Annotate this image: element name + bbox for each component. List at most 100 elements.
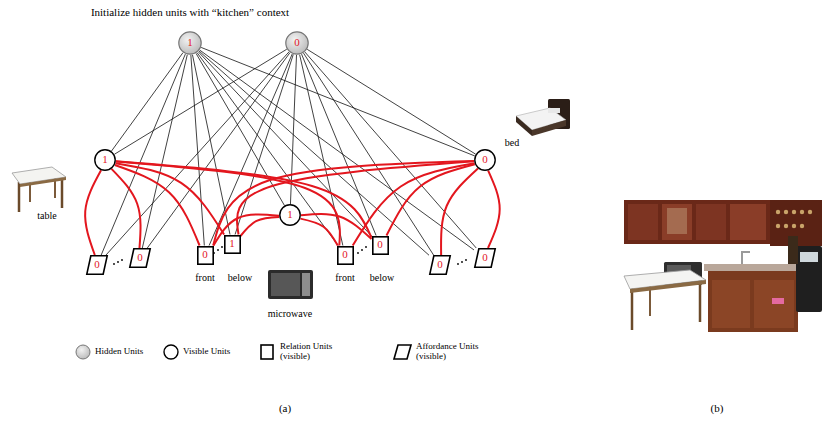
visible-unit: 1 (94, 149, 116, 171)
unit-value: 1 (102, 154, 108, 166)
hidden-unit-circle (286, 32, 308, 54)
relation-arc (386, 164, 474, 235)
relation-unit: 0 (197, 246, 214, 265)
unit-value: 0 (202, 249, 208, 261)
relation-label: front (195, 272, 214, 283)
dot (365, 246, 367, 248)
microwave-window (271, 273, 300, 296)
relation-unit-sample (261, 345, 273, 359)
relation-arc (237, 161, 474, 234)
legend-text: Affordance Units (visible) (416, 341, 479, 361)
affordance-unit-box (430, 256, 450, 274)
legend-entry: Relation Units (visible) (280, 342, 344, 362)
weight-line (198, 52, 371, 236)
unit-value: 1 (287, 209, 293, 221)
weight-line (114, 49, 286, 154)
relation-arc (301, 214, 372, 239)
dot (357, 252, 359, 254)
unit-value: 0 (377, 239, 383, 251)
microwave-body (268, 270, 313, 299)
affordance-unit-box (130, 249, 150, 267)
diagram-title: Initialize hidden units with “kitchen” c… (91, 6, 289, 18)
weight-line (191, 55, 204, 246)
relation-unit-box (224, 235, 239, 252)
relation-arc (116, 161, 372, 237)
bottle (776, 210, 780, 214)
cabinet-door (712, 280, 750, 328)
weight-line (111, 53, 182, 151)
unit-value: 0 (482, 154, 488, 166)
bed-base (532, 120, 566, 136)
relation-arc (112, 169, 141, 248)
dot (117, 261, 119, 263)
relation-label: below (370, 272, 394, 283)
relation-arc (213, 214, 279, 245)
weight-line (142, 55, 187, 248)
visible-unit: 0 (474, 149, 496, 171)
affordance-unit-box (475, 249, 495, 267)
bottle (776, 224, 780, 228)
weight-line (307, 49, 475, 154)
dot (217, 249, 219, 251)
relation-arc (116, 162, 340, 246)
table-leg (631, 287, 634, 330)
bottle (792, 224, 796, 228)
relation-arc (488, 171, 500, 248)
unit-value: 0 (482, 252, 488, 264)
panel-label: (a) (279, 402, 291, 414)
hidden-unit-sample (76, 345, 90, 359)
panel-label: (b) (711, 402, 724, 414)
visible-unit: 1 (279, 204, 301, 226)
weight-line (305, 52, 476, 248)
relation-unit-box (197, 246, 212, 263)
unit-value: 1 (229, 238, 235, 250)
visible-unit-circle (95, 150, 115, 170)
relation-arc (241, 217, 280, 236)
affordance-unit: 0 (429, 255, 451, 275)
visible-unit-sample (164, 345, 178, 359)
unit-value: 0 (437, 259, 443, 271)
legend-entry: Affordance Units (visible) (416, 342, 492, 362)
legend-text: Relation Units (visible) (280, 341, 332, 361)
dot (465, 259, 467, 261)
affordance-unit: 0 (86, 255, 108, 275)
upper-cabinet (624, 200, 770, 244)
relation-arc (116, 163, 225, 234)
dot (221, 246, 223, 248)
cabinet-door (730, 204, 766, 240)
relation-label: front (335, 272, 354, 283)
legend-text: Visible Units (183, 346, 230, 356)
unit-value: 0 (137, 252, 143, 264)
legend-entry: Hidden Units (95, 347, 175, 357)
weight-line (201, 47, 475, 156)
cabinet-door (662, 204, 692, 240)
relation-arc (85, 170, 101, 255)
relation-arc (300, 219, 337, 246)
relation-arc (115, 165, 200, 246)
dot (113, 263, 115, 265)
weight-line (192, 55, 230, 235)
weight-line (200, 50, 474, 250)
unit-value: 0 (294, 37, 300, 49)
cabinet-door (754, 280, 794, 328)
relation-unit-box (372, 236, 387, 253)
relation-unit: 0 (337, 246, 354, 265)
coffee-panel (800, 252, 818, 262)
relation-unit: 0 (372, 236, 389, 255)
affordance-unit: 0 (474, 248, 496, 268)
microwave-panel (302, 273, 310, 296)
table-leg (61, 180, 64, 208)
table-edge (20, 177, 66, 187)
weight-line (300, 55, 343, 246)
dot (361, 249, 363, 251)
legend-text: Hidden Units (95, 346, 143, 356)
relation-arc (353, 163, 475, 245)
cabinet-door (696, 204, 726, 240)
relation-unit: 1 (224, 235, 241, 254)
weight-line (302, 54, 377, 235)
weight-line (303, 53, 433, 255)
relation-arc (213, 161, 474, 245)
relation-unit-box (337, 246, 352, 263)
hidden-unit: 1 (178, 31, 202, 55)
object-label: table (37, 210, 56, 221)
